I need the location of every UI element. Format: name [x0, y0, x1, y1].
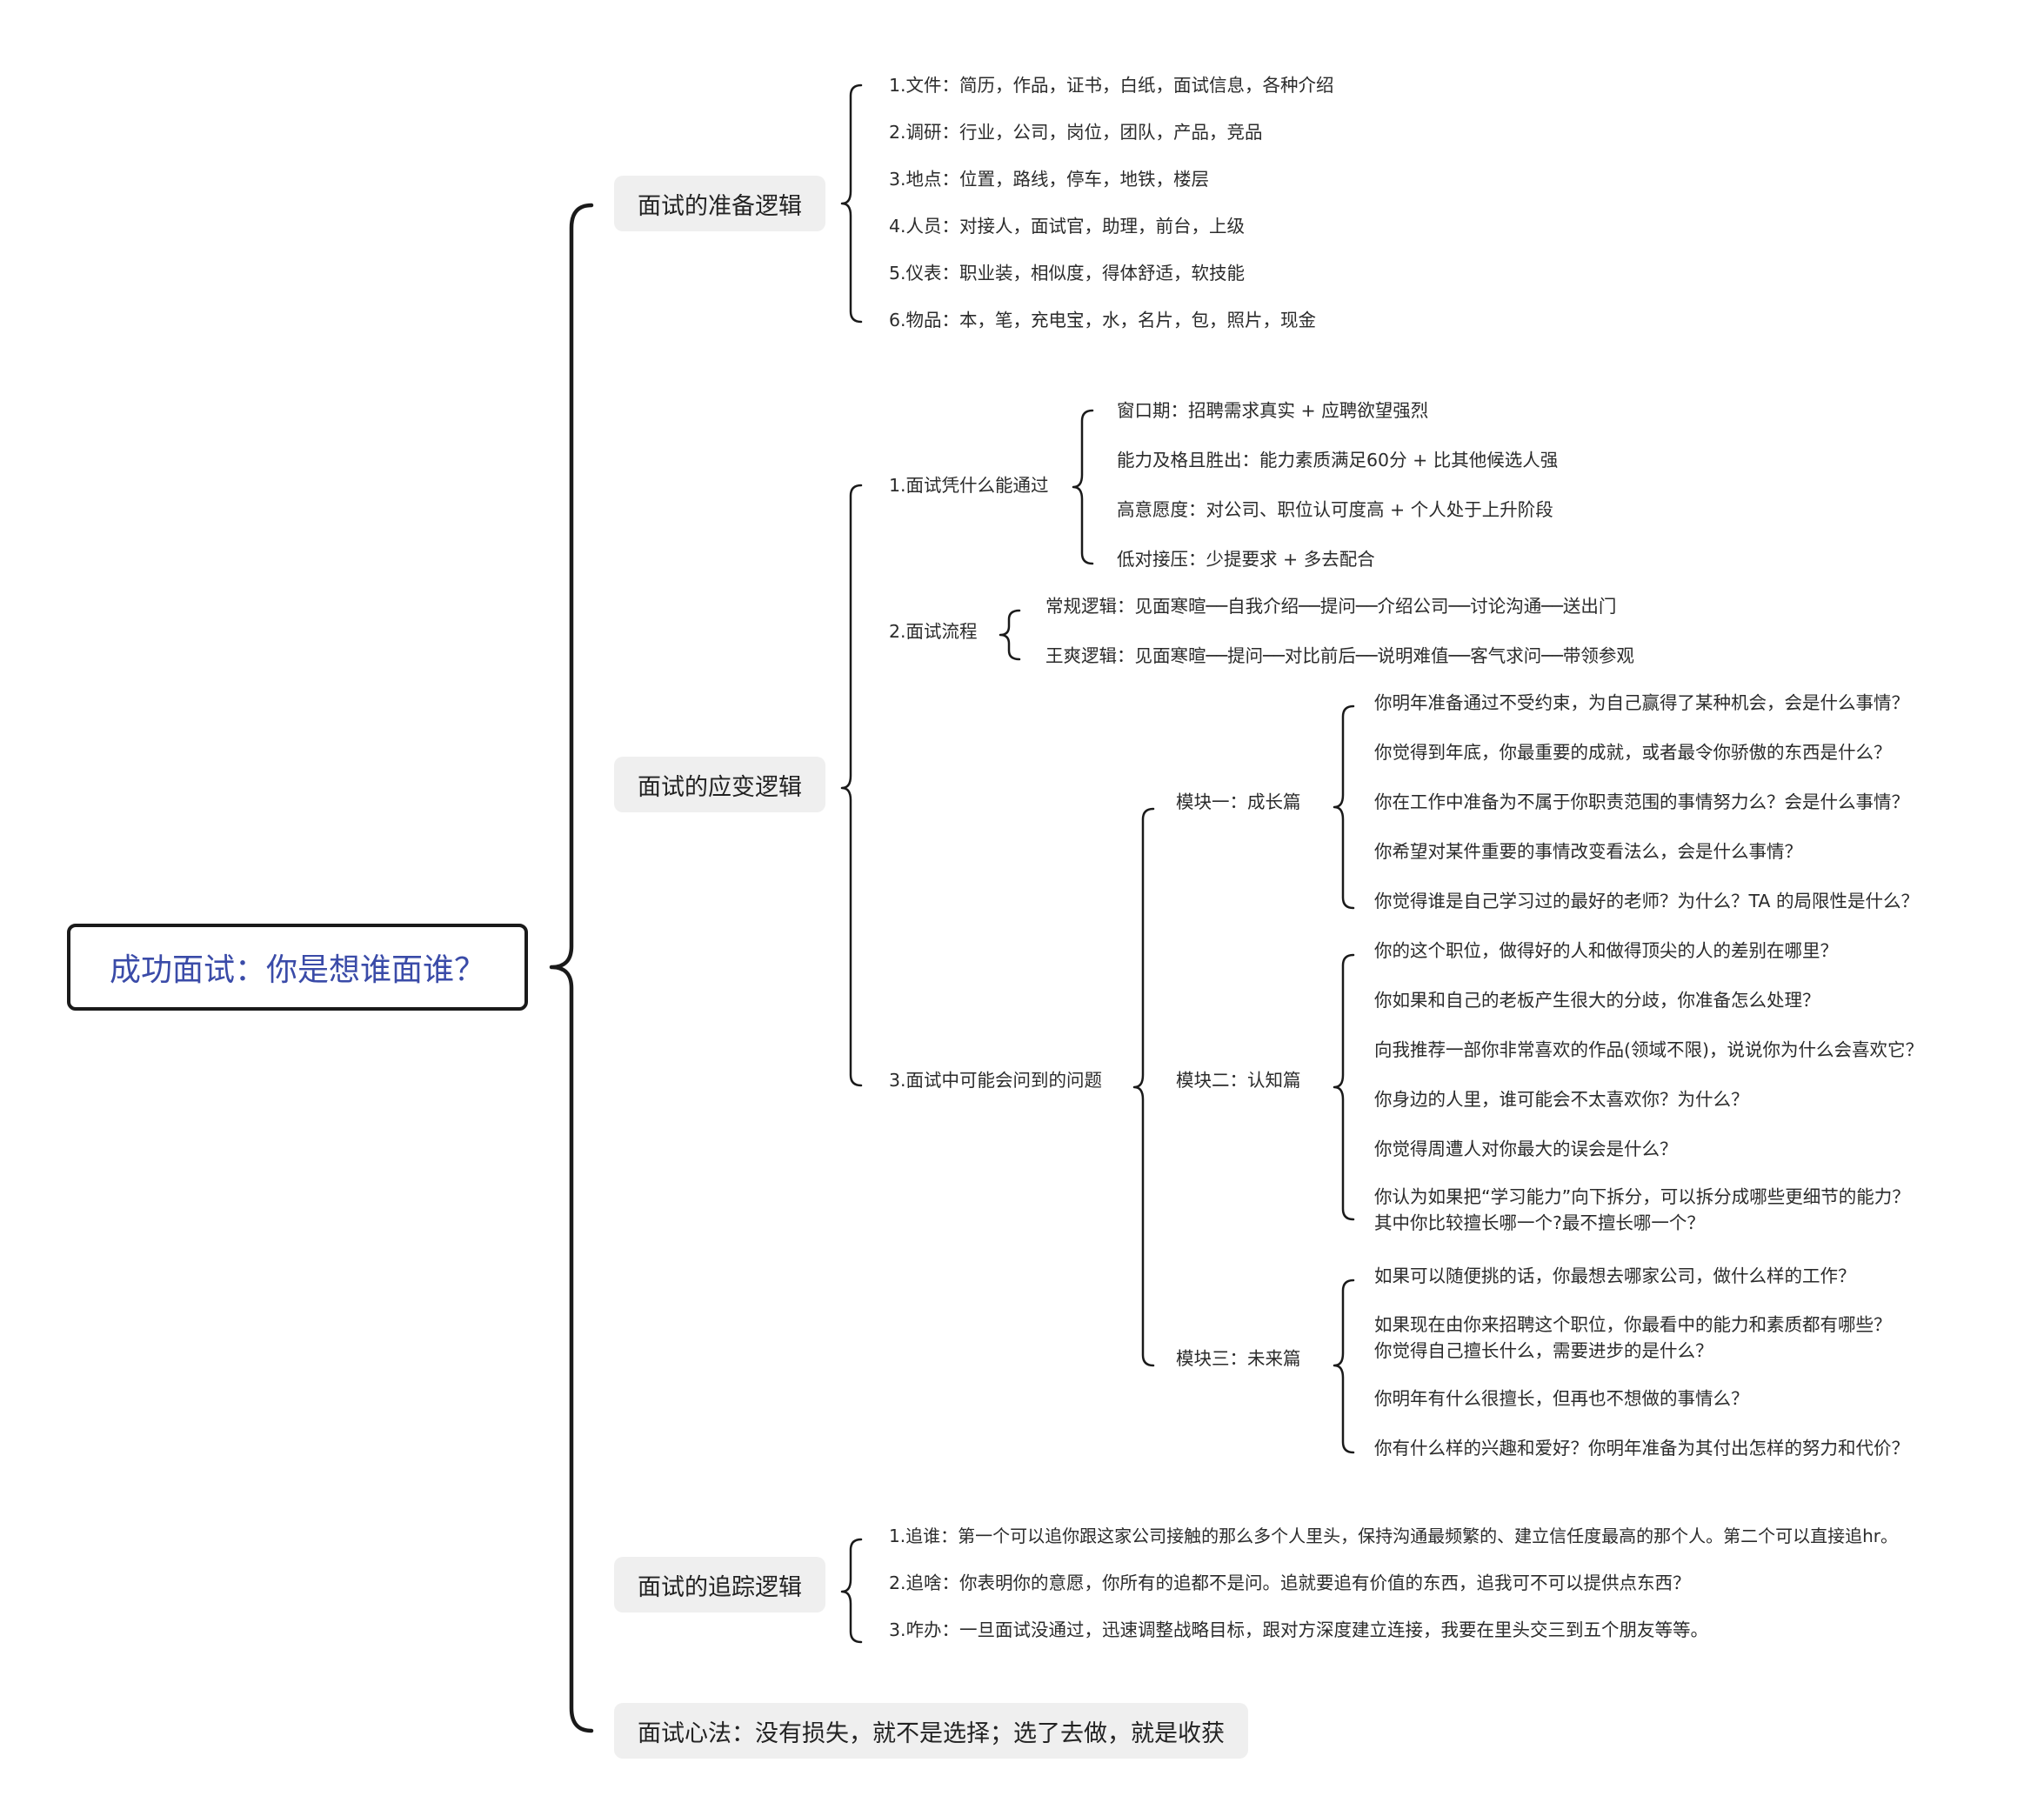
- root-title: 成功面试：你是想谁面谁？: [109, 952, 485, 988]
- questions-label[interactable]: 3.面试中可能会问到的问题: [889, 1070, 1103, 1091]
- branch-mind-label: 面试心法：没有损失，就不是选择；选了去做，就是收获: [638, 1719, 1225, 1747]
- branch-track[interactable]: 面试的追踪逻辑: [614, 1557, 825, 1612]
- prep-item: 5.仪表：职业装，相似度，得体舒适，软技能: [889, 263, 1246, 284]
- pass-item: 窗口期：招聘需求真实 + 应聘欲望强烈: [1117, 400, 1429, 421]
- module3-question-line2: 你觉得自己擅长什么，需要进步的是什么？: [1374, 1340, 1713, 1361]
- branch-adapt[interactable]: 面试的应变逻辑: [614, 757, 825, 812]
- module3-brace: [1333, 1279, 1355, 1454]
- branch-prep[interactable]: 面试的准备逻辑: [614, 176, 825, 231]
- module2-question: 你身边的人里，谁可能会不太喜欢你？为什么？: [1374, 1089, 1749, 1110]
- track-item: 3.咋办：一旦面试没通过，迅速调整战略目标，跟对方深度建立连接，我要在里头交三到…: [889, 1619, 1709, 1640]
- module2-label[interactable]: 模块二：认知篇: [1176, 1070, 1301, 1091]
- track-brace: [840, 1538, 863, 1644]
- module1-question: 你明年准备通过不受约束，为自己赢得了某种机会，会是什么事情？: [1374, 692, 1909, 713]
- module3-question: 你有什么样的兴趣和爱好？你明年准备为其付出怎样的努力和代价？: [1374, 1438, 1909, 1459]
- track-item: 2.追啥：你表明你的意愿，你所有的追都不是问。追就要追有价值的东西，追我可不可以…: [889, 1572, 1691, 1593]
- prep-item: 6.物品：本，笔，充电宝，水，名片，包，照片，现金: [889, 310, 1317, 330]
- pass-item: 高意愿度：对公司、职位认可度高 + 个人处于上升阶段: [1117, 499, 1553, 520]
- flow-item: 王爽逻辑：见面寒暄──提问──对比前后──说明难值──客气求问──带领参观: [1045, 645, 1634, 666]
- module1-question: 你觉得谁是自己学习过的最好的老师？为什么？TA 的局限性是什么？: [1374, 891, 1919, 911]
- module2-question: 你的这个职位，做得好的人和做得顶尖的人的差别在哪里？: [1374, 940, 1838, 961]
- track-item: 1.追谁：第一个可以追你跟这家公司接触的那么多个人里头，保持沟通最频繁的、建立信…: [889, 1526, 1898, 1546]
- module2-question-line1: 你认为如果把“学习能力”向下拆分，可以拆分成哪些更细节的能力？: [1374, 1186, 1910, 1207]
- flow-brace: [999, 609, 1021, 661]
- prep-item: 3.地点：位置，路线，停车，地铁，楼层: [889, 169, 1210, 190]
- pass-label[interactable]: 1.面试凭什么能通过: [889, 475, 1049, 496]
- flow-label[interactable]: 2.面试流程: [889, 621, 978, 642]
- module2-question-line2: 其中你比较擅长哪一个?最不擅长哪一个？: [1374, 1212, 1705, 1233]
- module2-question: 你如果和自己的老板产生很大的分歧，你准备怎么处理？: [1374, 990, 1820, 1011]
- module1-brace: [1333, 704, 1355, 910]
- branch-prep-label: 面试的准备逻辑: [638, 192, 802, 220]
- module3-question: 你明年有什么很擅长，但再也不想做的事情么？: [1374, 1388, 1749, 1409]
- prep-item: 1.文件：简历，作品，证书，白纸，面试信息，各种介绍: [889, 75, 1334, 96]
- module3-question: 如果可以随便挑的话，你最想去哪家公司，做什么样的工作？: [1374, 1265, 1856, 1286]
- pass-item: 能力及格且胜出：能力素质满足60分 + 比其他候选人强: [1117, 450, 1559, 471]
- module1-label[interactable]: 模块一：成长篇: [1176, 791, 1301, 812]
- questions-brace: [1132, 807, 1155, 1367]
- module2-question: 向我推荐一部你非常喜欢的作品(领域不限)，说说你为什么会喜欢它？: [1374, 1039, 1923, 1060]
- module3-label[interactable]: 模块三：未来篇: [1176, 1348, 1301, 1369]
- module2-question: 你觉得周遭人对你最大的误会是什么？: [1374, 1138, 1678, 1159]
- module2-brace: [1333, 953, 1355, 1221]
- module1-question: 你在工作中准备为不属于你职责范围的事情努力么？会是什么事情？: [1374, 791, 1909, 812]
- flow-item: 常规逻辑：见面寒暄──自我介绍──提问──介绍公司──讨论沟通──送出门: [1045, 596, 1617, 617]
- pass-brace: [1072, 409, 1094, 565]
- branch-adapt-label: 面试的应变逻辑: [638, 773, 802, 801]
- module1-question: 你觉得到年底，你最重要的成就，或者最令你骄傲的东西是什么？: [1374, 742, 1892, 763]
- root-brace: [549, 203, 594, 1733]
- prep-item: 4.人员：对接人，面试官，助理，前台，上级: [889, 216, 1246, 237]
- prep-brace: [840, 83, 863, 324]
- pass-item: 低对接压：少提要求 + 多去配合: [1117, 549, 1375, 570]
- root-topic[interactable]: 成功面试：你是想谁面谁？: [67, 924, 528, 1011]
- branch-track-label: 面试的追踪逻辑: [638, 1573, 802, 1601]
- branch-mind[interactable]: 面试心法：没有损失，就不是选择；选了去做，就是收获: [614, 1703, 1248, 1759]
- module3-question-line1: 如果现在由你来招聘这个职位，你最看中的能力和素质都有哪些？: [1374, 1314, 1892, 1335]
- adapt-brace: [840, 484, 863, 1087]
- prep-item: 2.调研：行业，公司，岗位，团队，产品，竞品: [889, 122, 1263, 143]
- module1-question: 你希望对某件重要的事情改变看法么，会是什么事情？: [1374, 841, 1802, 862]
